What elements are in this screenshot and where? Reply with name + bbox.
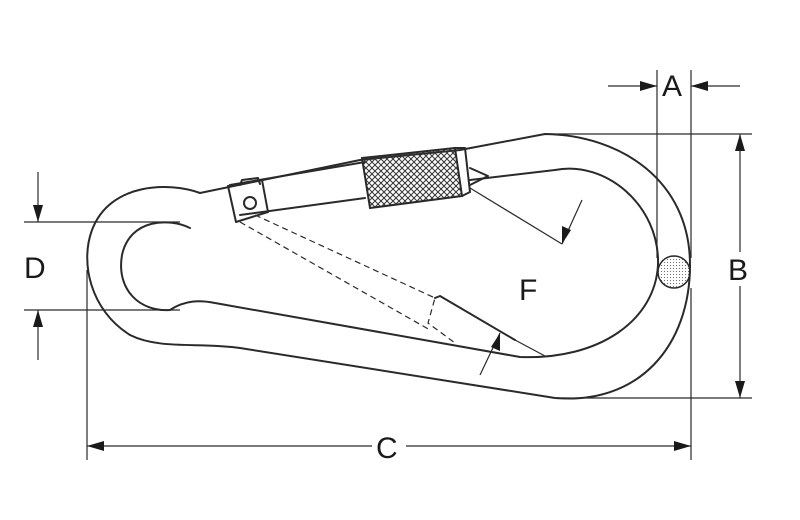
dim-b-arrow-top (735, 134, 745, 151)
hinge-pin (243, 196, 257, 210)
dim-f-ext-top (469, 187, 563, 245)
hinge-rivet (239, 177, 261, 186)
gate-hinge (227, 179, 269, 223)
dim-d-label: D (24, 252, 46, 285)
dim-c-arrow-right (674, 441, 691, 451)
body-inner-outline (120, 167, 660, 359)
dim-f-ext-bottom (514, 339, 546, 357)
dim-c-arrow-left (87, 441, 104, 451)
dim-d-arrow-top (33, 205, 43, 222)
hidden-gate-path (254, 214, 456, 344)
dim-a-label: A (662, 70, 682, 103)
dim-f-arrow-bottom (491, 333, 500, 351)
gate-bar-end (469, 167, 489, 186)
dim-a-arrow-right (691, 81, 708, 91)
dim-f-label: F (519, 274, 537, 307)
gate-notch (434, 295, 516, 341)
dim-b-arrow-bottom (735, 381, 745, 398)
dim-c-label: C (376, 432, 398, 465)
dim-a-arrow-left (640, 81, 657, 91)
body-outer-outline (86, 133, 691, 400)
gate-bar-lower (239, 197, 366, 216)
screw-lock-sleeve (360, 146, 464, 210)
wire-section (657, 255, 691, 289)
hidden-gate-path-2 (239, 221, 431, 331)
dim-d-arrow-bottom (33, 310, 43, 327)
sleeve-collar (454, 147, 471, 197)
dim-b-label: B (728, 254, 748, 287)
dim-f-arrow-top (562, 226, 571, 244)
